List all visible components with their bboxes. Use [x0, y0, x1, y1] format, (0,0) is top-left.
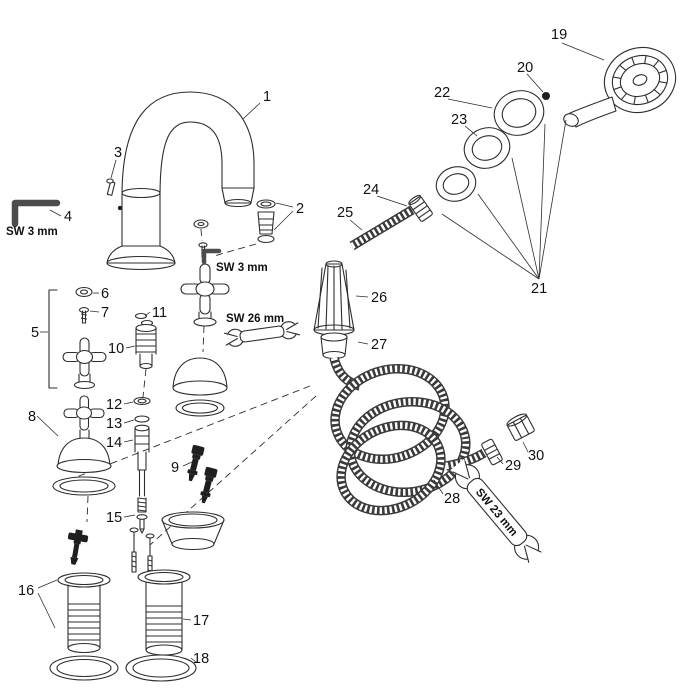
open-end-wrench-26	[223, 321, 301, 347]
part-label-16: 16	[18, 583, 34, 599]
mounting-flange-center	[137, 569, 191, 656]
part-label-10: 10	[108, 341, 124, 357]
hose-cone-end	[349, 205, 415, 251]
wrench-23-size-label: SW 23 mm	[473, 487, 520, 539]
seal-ring-3	[435, 166, 477, 202]
seal-ring-1	[493, 90, 545, 136]
union-nut	[506, 413, 535, 441]
part-label-19: 19	[551, 27, 567, 43]
part-label-9: 9	[171, 460, 179, 476]
part-label-1: 1	[263, 89, 271, 105]
part-label-6: 6	[101, 286, 109, 302]
base-o-ring	[125, 654, 197, 682]
hose-nipple	[408, 194, 433, 222]
part-label-8: 8	[28, 409, 36, 425]
conical-connector	[313, 260, 355, 336]
part-label-20: 20	[517, 60, 533, 76]
part-label-15: 15	[106, 510, 122, 526]
part-label-28: 28	[444, 491, 460, 507]
part-label-24: 24	[363, 182, 379, 198]
escutcheon-mid	[172, 357, 228, 417]
hose-connector	[481, 438, 503, 466]
valve-spindle	[134, 424, 150, 513]
cross-handle-top	[62, 337, 107, 390]
cartridge	[135, 323, 157, 370]
fixing-screws	[129, 527, 155, 577]
part-label-14: 14	[106, 435, 122, 451]
sw26mm-label: SW 26 mm	[226, 313, 284, 325]
part-label-25: 25	[337, 205, 353, 221]
part-label-26: 26	[371, 290, 387, 306]
part-label-21: 21	[531, 281, 547, 297]
escutcheon-large	[161, 511, 225, 551]
handle-cap	[75, 286, 93, 298]
cross-handle-mid	[180, 263, 230, 327]
seal-ring-2	[463, 127, 511, 169]
spout	[106, 91, 255, 271]
allen-key-3mm	[11, 199, 61, 228]
part-label-29: 29	[505, 458, 521, 474]
mounting-flange-left	[57, 572, 111, 654]
part-label-17: 17	[193, 613, 209, 629]
spout-set-screw	[106, 178, 123, 211]
part-label-12: 12	[106, 397, 122, 413]
spindle-nut	[133, 396, 151, 406]
tool-size-labels: SW 3 mm SW 3 mm SW 26 mm	[6, 226, 284, 325]
aerator-insert	[256, 199, 276, 244]
cross-handle-assembly	[52, 395, 116, 496]
handle-screw	[78, 307, 90, 324]
shower-hose	[329, 356, 487, 516]
cartridge-o-rings	[134, 312, 154, 327]
part-label-27: 27	[371, 337, 387, 353]
spindle-washer	[134, 415, 150, 423]
allen-key-3mm-mid	[201, 248, 222, 265]
leader-lines	[36, 42, 605, 663]
part-label-13: 13	[106, 416, 122, 432]
handle-cap-mid	[193, 219, 209, 229]
sw3mm-mid-label: SW 3 mm	[216, 262, 268, 274]
hand-shower	[563, 46, 677, 128]
part-label-4: 4	[64, 209, 72, 225]
part-label-3: 3	[114, 145, 122, 161]
part-label-30: 30	[528, 448, 544, 464]
part-label-11: 11	[152, 305, 167, 321]
part-label-23: 23	[451, 112, 467, 128]
open-end-wrench-23: SW 23 mm	[450, 458, 544, 566]
part-label-5: 5	[31, 325, 39, 341]
pivot-ball	[542, 92, 550, 100]
part-label-2: 2	[296, 201, 304, 217]
hose-collar	[320, 332, 348, 360]
base-ring-left	[49, 655, 119, 681]
part-label-18: 18	[193, 651, 209, 667]
part-label-22: 22	[434, 85, 450, 101]
thumb-screw	[67, 529, 89, 565]
spindle-screw	[136, 514, 148, 534]
part-labels: 1 2 3 4 5 6 7 8 9 10 11 12 13 14 15 16 1…	[18, 27, 567, 667]
sw3mm-left-label: SW 3 mm	[6, 226, 58, 238]
handle-parts-bracket	[48, 289, 58, 389]
stop-screws	[187, 444, 218, 504]
part-label-7: 7	[101, 305, 109, 321]
